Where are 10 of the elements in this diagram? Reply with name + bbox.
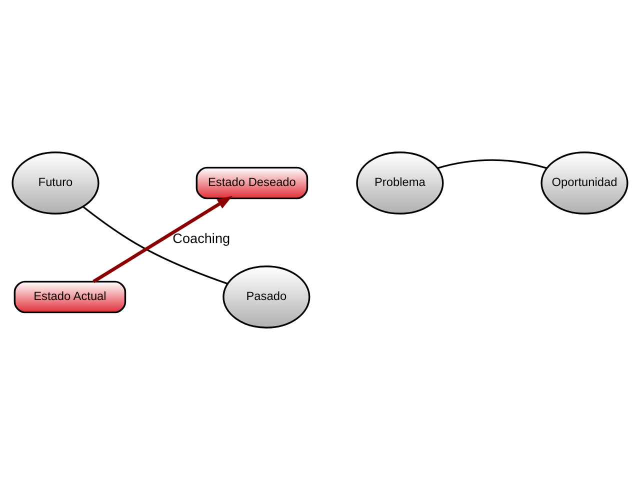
node-box: Estado Deseado <box>196 166 308 200</box>
node-ellipse: Pasado <box>222 266 310 328</box>
arrow <box>92 196 233 284</box>
node-ellipse: Problema <box>356 152 444 214</box>
edge-label: Coaching <box>172 231 230 246</box>
node-ellipse: Oportunidad <box>540 152 628 214</box>
node-ellipse: Futuro <box>12 152 100 214</box>
connector <box>82 206 228 284</box>
node-box: Estado Actual <box>14 280 126 314</box>
connector <box>438 159 548 169</box>
